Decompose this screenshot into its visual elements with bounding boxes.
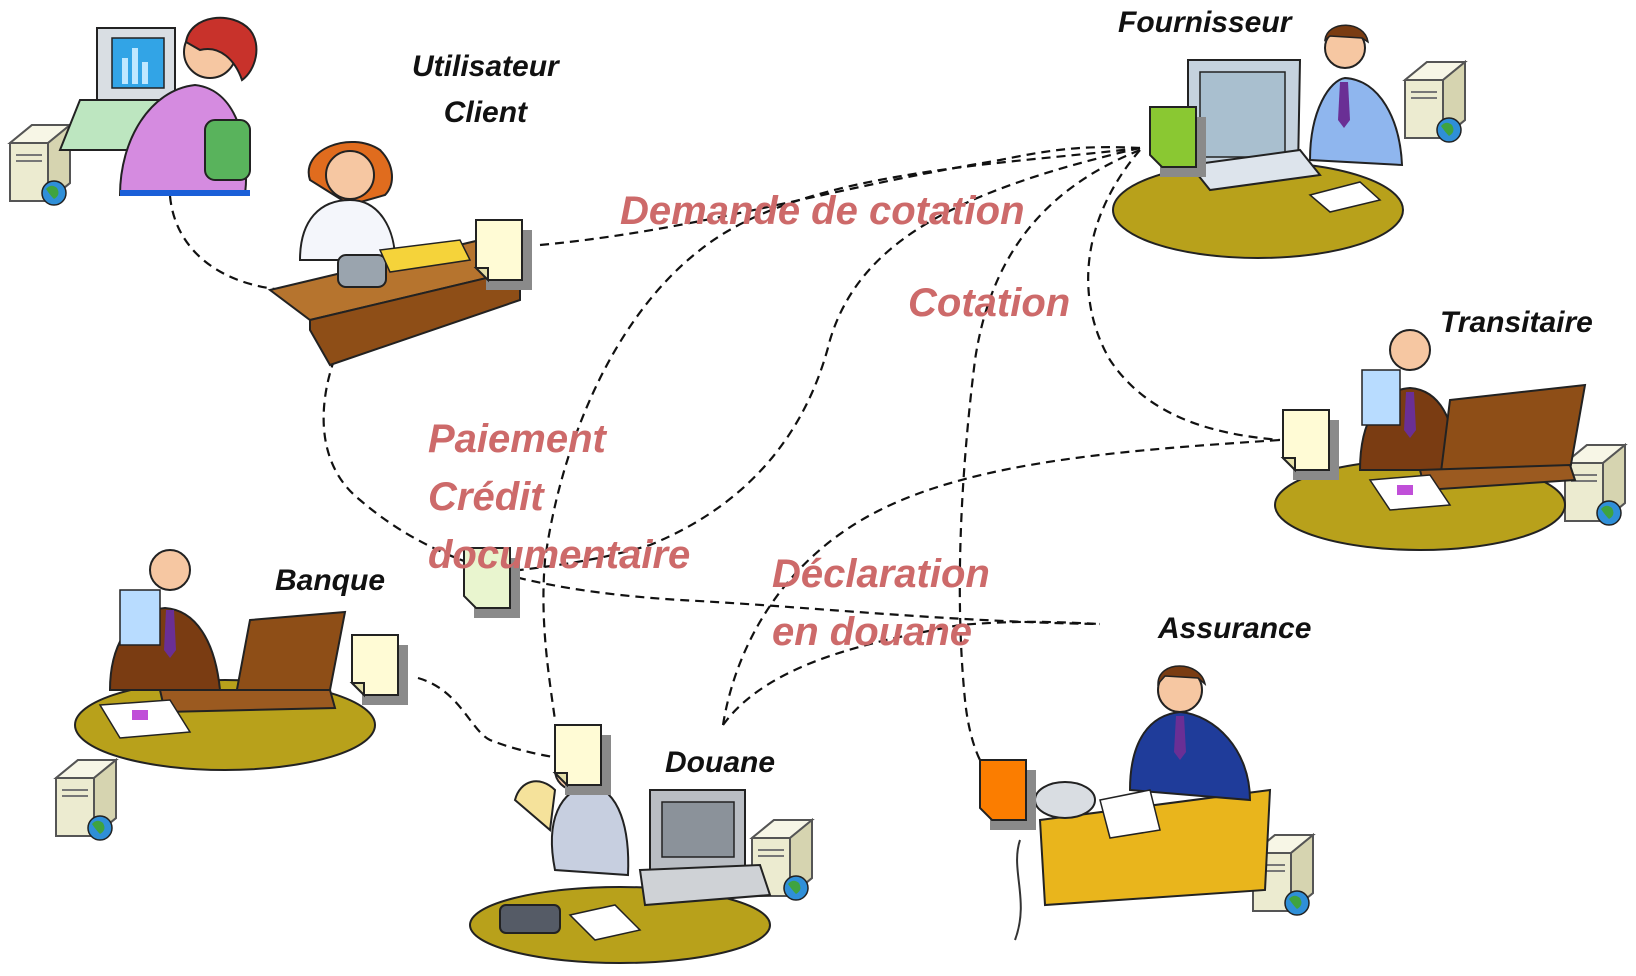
label-fournisseur: Fournisseur	[1118, 6, 1292, 39]
fournisseur-document-icon	[1149, 106, 1206, 177]
client-desk-clipart	[267, 141, 523, 367]
assurance-document-icon	[979, 759, 1036, 830]
connector-fournisseur-to-transitaire	[1087, 149, 1281, 442]
server-client-icon	[9, 124, 71, 206]
transitaire-document-icon	[1282, 409, 1340, 481]
transitaire-clipart	[1274, 329, 1587, 551]
connector-douane-to-transitaire-2	[722, 620, 1101, 726]
label-transitaire: Transitaire	[1440, 306, 1593, 339]
connector-client-to-fournisseur	[539, 146, 1141, 247]
flow-label-declaration-en-douane: Déclaration en douane	[772, 552, 990, 654]
server-transitaire-icon	[1564, 444, 1626, 526]
connector-client-to-desk	[168, 195, 286, 292]
connector-fournisseur-to-assurance	[958, 148, 1141, 761]
server-banque-icon	[55, 759, 117, 841]
flow-label-cotation: Cotation	[908, 281, 1071, 325]
utilisateur-computer-clipart	[58, 16, 258, 196]
flow-label-demande-de-cotation: Demande de cotation	[620, 189, 1025, 233]
assurance-clipart	[1014, 665, 1272, 941]
label-banque: Banque	[275, 564, 386, 597]
connector-fournisseur-to-banque	[519, 146, 1141, 572]
label-douane: Douane	[665, 746, 776, 779]
flow-label-paiement-credit-documentaire: Paiement Crédit documentaire	[428, 417, 691, 577]
banque-document-icon	[351, 634, 409, 706]
server-fournisseur-icon	[1404, 61, 1466, 143]
label-utilisateur-client: Utilisateur Client	[412, 50, 559, 129]
connector-fournisseur-to-douane	[542, 146, 1141, 721]
connector-douane-to-transitaire	[721, 438, 1281, 726]
connector-desk-to-assurance	[322, 344, 1101, 626]
paiement-document-icon	[463, 547, 520, 618]
label-assurance: Assurance	[1158, 612, 1312, 645]
connector-banque-to-douane	[417, 676, 561, 760]
fournisseur-clipart	[1112, 24, 1404, 259]
banque-clipart	[74, 549, 376, 771]
